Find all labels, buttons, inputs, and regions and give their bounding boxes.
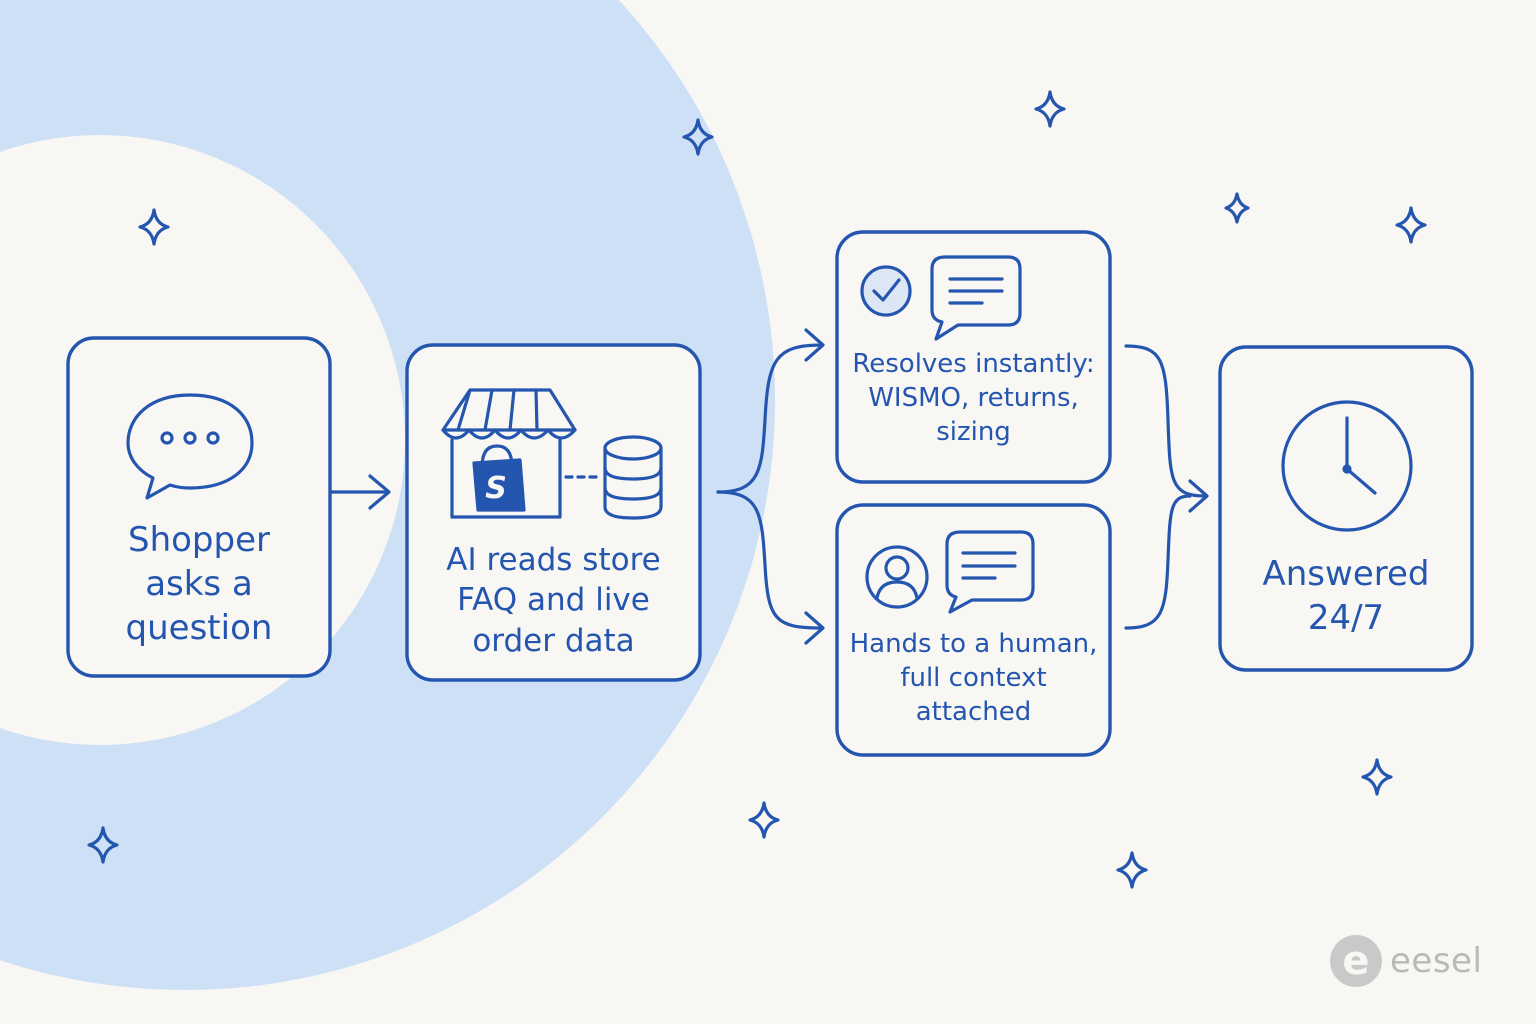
handoff-box xyxy=(835,503,1112,757)
arrow-handoff-to-answered xyxy=(1124,494,1192,630)
answered-label: Answered 24/7 xyxy=(1262,554,1430,639)
shopper-label: Shopper asks a question xyxy=(125,520,273,649)
brand-watermark: e eesel xyxy=(1330,935,1482,987)
sparkle-icon xyxy=(682,118,714,156)
arrow-shopper-to-ai xyxy=(330,474,391,510)
sparkle-icon xyxy=(87,826,119,864)
shopify-badge-letter: S xyxy=(485,471,507,506)
sparkle-icon xyxy=(1034,90,1066,128)
sparkle-icon xyxy=(1361,758,1393,796)
sparkle-decorations xyxy=(87,90,1427,889)
sparkle-icon xyxy=(1224,192,1250,224)
sparkle-icon xyxy=(748,801,780,839)
chat-message-icon xyxy=(930,255,1022,341)
handoff-label: Hands to a human, full context attached xyxy=(849,629,1098,727)
flow-arrows xyxy=(330,328,1209,645)
resolves-label: Resolves instantly: WISMO, returns, sizi… xyxy=(852,349,1095,447)
user-avatar-icon xyxy=(865,545,929,609)
arrow-ai-to-resolves xyxy=(716,328,825,494)
brand-name: eesel xyxy=(1390,941,1483,981)
sparkle-icon xyxy=(1116,851,1148,889)
eesel-logo-icon: e xyxy=(1330,935,1382,987)
ai-label: AI reads store FAQ and live order data xyxy=(446,542,661,659)
arrow-ai-to-handoff xyxy=(716,490,825,645)
answered-box xyxy=(1218,345,1474,672)
checkmark-circle-icon xyxy=(860,265,912,317)
database-icon xyxy=(603,435,663,520)
arrow-resolves-to-answered xyxy=(1124,344,1209,513)
sparkle-icon xyxy=(138,208,170,246)
chat-message-icon xyxy=(945,530,1035,614)
speech-bubble-ellipsis-icon xyxy=(126,393,254,500)
clock-icon xyxy=(1281,400,1413,532)
storefront-shopify-icon xyxy=(441,388,577,519)
sparkle-icon xyxy=(1395,206,1427,244)
